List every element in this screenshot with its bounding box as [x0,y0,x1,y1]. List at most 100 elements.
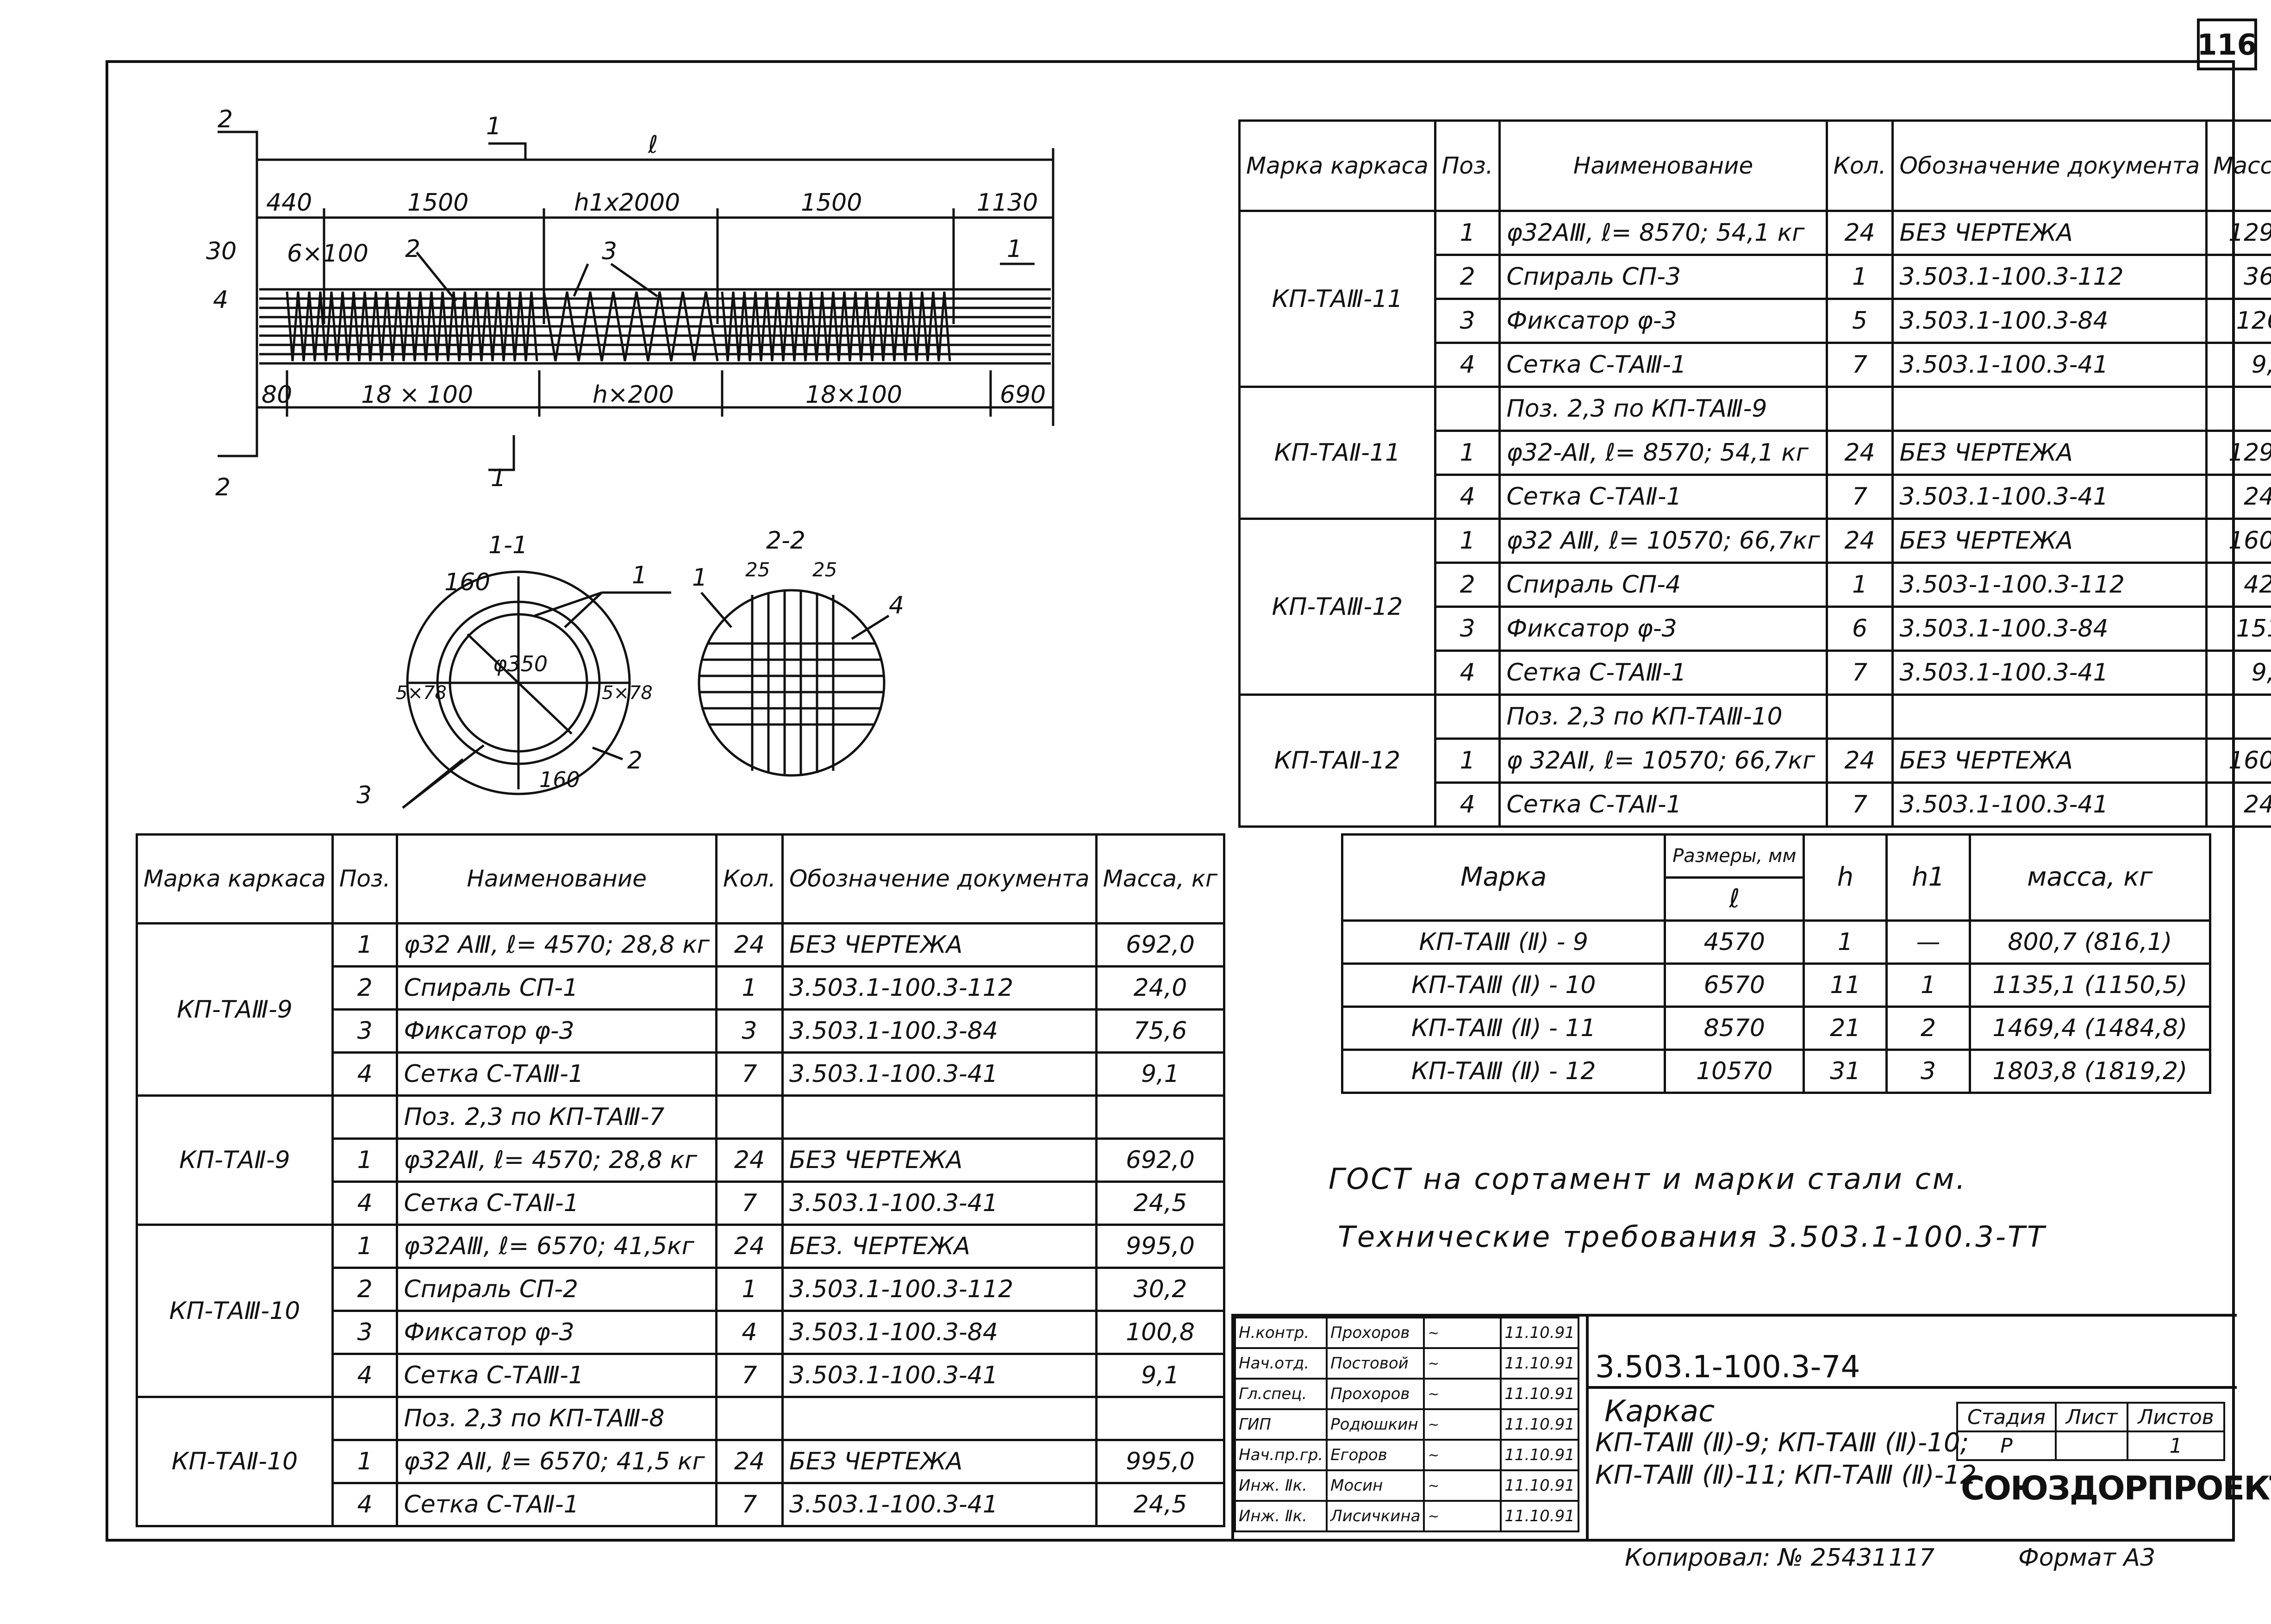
col-header-name: Наименование [1498,119,1828,212]
col-header-qty: Кол. [715,833,784,924]
top-dim-1: 440 [266,189,312,217]
table-row: Р 1 [1956,1430,2225,1461]
table-row: Н.контр.Прохоров~11.10.91 [1234,1317,1579,1349]
sec2-dim-25-left: 25 [745,558,770,581]
document-code: 3.503.1-100.3-74 [1595,1349,1860,1385]
signature: ~ [1423,1469,1502,1502]
signature: ~ [1423,1378,1502,1410]
title-block: Н.контр.Прохоров~11.10.91 Нач.отд.Постов… [1231,1314,2271,1542]
sec1-dim-5x78-right: 5×78 [602,682,653,704]
format-label: Формат А3 [2018,1544,2156,1572]
frame-mark: КП-ТАⅢ-10 [136,1224,334,1398]
col-header-mass: Масса, кг [1095,833,1226,924]
drawing-title: Каркас [1604,1394,1715,1429]
frame-mark: КП-ТАⅡ-11 [1238,386,1436,520]
col-header-mark: Марка каркаса [136,833,334,924]
bottom-dim-3: h×200 [593,381,674,409]
table-row: Нач.пр.гр.Егоров~11.10.91 [1234,1439,1579,1471]
sec1-dim-diameter: φ350 [493,651,548,676]
pos-label-1: 1 [1007,235,1022,263]
frame-mark: КП-ТАⅢ-12 [1238,518,1436,696]
col-header-h1: h1 [1885,833,1971,922]
col-header-mark: Марка каркаса [1238,119,1436,212]
length-label: ℓ [648,131,658,159]
frame-mark: КП-ТАⅢ-11 [1238,210,1436,388]
bottom-dim-5: 690 [1000,381,1046,409]
left-dim-4: 4 [213,286,228,314]
table-row: КП-ТАⅡ-12 Поз. 2,3 по КП-ТАⅢ-10 [1238,693,2271,828]
pos-label-2: 2 [405,235,420,263]
copied-by: Копировал: № 25431 [1625,1544,1888,1572]
signature: ~ [1423,1500,1502,1532]
table-row: Инж. Ⅱк.Мосин~11.10.91 [1234,1469,1579,1502]
sec2-pos-1: 1 [692,564,707,592]
table-row: КП-ТАⅡ-9 Поз. 2,3 по КП-ТАⅢ-7 [136,1094,1226,1226]
note-gost: ГОСТ на сортамент и марки стали см. [1329,1162,1967,1196]
note-tech-requirements: Технические требования 3.503.1-100.3-ТТ [1338,1220,2046,1254]
col-header-doc: Обозначение документа [781,833,1098,924]
section-mark-1-bottom: 1 [491,464,506,492]
col-header-name: Наименование [396,833,717,924]
section2-title: 2-2 [766,527,805,555]
frame-mark: КП-ТАⅡ-9 [136,1094,334,1226]
drawing-title-line2: КП-ТАⅢ (Ⅱ)-9; КП-ТАⅢ (Ⅱ)-10; [1595,1428,1969,1458]
reinforcement-drawing: ℓ 440 1500 h1x2000 1500 1130 80 18 × 100… [206,106,1054,809]
sheet-number: 117 [1889,1544,1935,1572]
pos-label-3: 3 [602,237,617,265]
table-row: Нач.отд.Постовой~11.10.91 [1234,1347,1579,1380]
summary-table: Марка Размеры, мм h h1 масса, кг ℓ КП-ТА… [1341,833,2212,1094]
divider [1586,1317,1589,1539]
frame-mark: КП-ТАⅡ-12 [1238,693,1436,828]
section-mark-1-top: 1 [486,112,501,140]
sec2-pos-4: 4 [889,592,904,619]
phase-table: Стадия Лист Листов Р 1 [1956,1402,2225,1461]
signature-grid: Н.контр.Прохоров~11.10.91 Нач.отд.Постов… [1234,1317,1579,1532]
section-mark-2-bottom: 2 [215,474,231,501]
section1-title: 1-1 [488,531,528,559]
signature: ~ [1423,1317,1502,1349]
top-dim-2: 1500 [407,189,468,217]
col-header-mass: масса, кг [1968,833,2212,922]
col-header-qty: Кол. [1825,119,1894,212]
signature: ~ [1423,1439,1502,1471]
organization-name: СОЮЗДОРПРОЕКТ [1961,1469,2271,1507]
section-mark-2-top: 2 [218,106,233,133]
table-row: Гл.спец.Прохоров~11.10.91 [1234,1378,1579,1410]
col-header-mark: Марка [1341,833,1666,922]
sec2-dim-25-right: 25 [812,558,837,581]
col-header-sizes: Размеры, мм [1664,833,1805,879]
frame-mark: КП-ТАⅡ-10 [136,1396,334,1527]
divider [1586,1386,2237,1389]
bottom-dim-1: 80 [262,381,292,409]
sec1-dim-5x78-left: 5×78 [396,682,447,704]
table-row: Инж. Ⅱк.Лисичкина~11.10.91 [1234,1500,1579,1532]
table-row: Стадия Лист Листов [1956,1402,2225,1432]
sec1-pos-1: 1 [632,562,647,589]
col-header-mass: Масса, кг [2205,119,2271,212]
spacing-label: 6×100 [287,240,368,268]
